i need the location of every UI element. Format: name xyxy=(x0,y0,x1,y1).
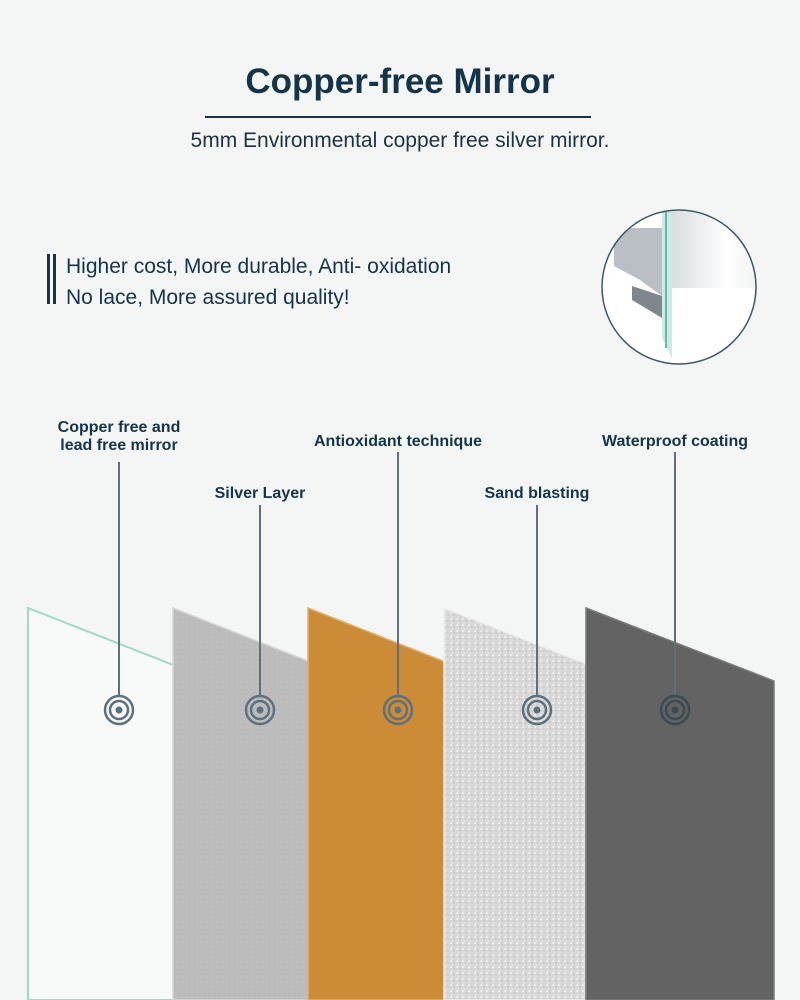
layer-label-5: Waterproof coating xyxy=(555,433,795,451)
page-subtitle: 5mm Environmental copper free silver mir… xyxy=(190,129,610,152)
mirror-edge-closeup-icon xyxy=(601,209,757,365)
layer-label-line: Silver Layer xyxy=(214,485,306,502)
layer-label-2: Silver Layer xyxy=(140,485,380,503)
target-icon xyxy=(659,694,691,726)
feature-line-1: Higher cost, More durable, Anti- oxidati… xyxy=(66,255,452,278)
layer-label-line: lead free mirror xyxy=(60,437,178,454)
accent-bar-right xyxy=(53,254,56,304)
accent-bar-left xyxy=(47,254,50,304)
target-icon xyxy=(521,694,553,726)
layer-label-line: Waterproof coating xyxy=(601,433,749,450)
target-icon xyxy=(244,694,276,726)
layer-label-line: Copper free and xyxy=(57,419,181,436)
layer-label-3: Antioxidant technique xyxy=(278,433,518,451)
page-title: Copper-free Mirror xyxy=(245,62,555,101)
layer-label-4: Sand blasting xyxy=(417,485,657,503)
layer-sheet-4 xyxy=(443,606,631,1000)
layer-label-line: Antioxidant technique xyxy=(314,433,482,450)
target-icon xyxy=(103,694,135,726)
title-underline xyxy=(205,116,591,118)
layer-sheet-1 xyxy=(27,606,215,1000)
feature-text: Higher cost, More durable, Anti- oxidati… xyxy=(66,251,451,313)
layer-sheet-5 xyxy=(585,606,775,1000)
layer-label-line: Sand blasting xyxy=(484,485,590,502)
feature-line-2: No lace, More assured quality! xyxy=(66,286,350,309)
target-icon xyxy=(382,694,414,726)
